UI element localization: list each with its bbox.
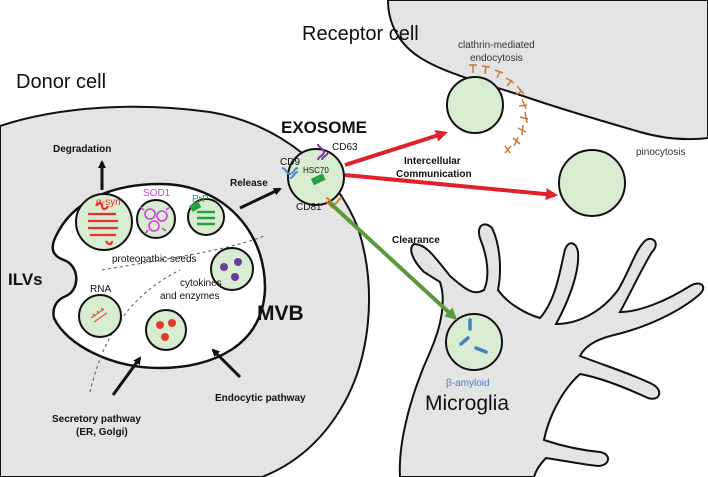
clathrin-coat bbox=[469, 64, 529, 154]
ilv-enzymes bbox=[145, 309, 187, 351]
microglia-cell bbox=[398, 223, 705, 477]
alpha-syn-fibrils bbox=[88, 201, 118, 246]
sod1-aggregates bbox=[139, 206, 171, 235]
rna-strands bbox=[90, 307, 108, 323]
intercellular-arrow-to-pinocytosis bbox=[344, 173, 558, 201]
hsc70-protein bbox=[310, 173, 326, 186]
communication-label: Communication bbox=[396, 169, 472, 180]
cd9-marker bbox=[281, 167, 299, 179]
mvb-label: MVB bbox=[257, 302, 304, 325]
cd63-label: CD63 bbox=[332, 142, 358, 153]
enzyme-dot bbox=[168, 319, 176, 327]
pinocytosis-label: pinocytosis bbox=[636, 147, 685, 158]
cytokine-dot bbox=[220, 263, 228, 271]
donor-cell-label: Donor cell bbox=[16, 71, 106, 93]
intercellular-arrow-to-endocytosis bbox=[344, 130, 448, 167]
ilvs-label: ILVs bbox=[8, 270, 43, 289]
enzyme-dot bbox=[161, 333, 169, 341]
endocytosis-label: endocytosis bbox=[470, 53, 523, 64]
secretory-pathway-arrow bbox=[111, 356, 142, 396]
microglia-label: Microglia bbox=[425, 392, 509, 415]
endocytosis-vesicle bbox=[446, 76, 504, 134]
sod1-label: SOD1 bbox=[143, 188, 171, 199]
prp-aggregate bbox=[189, 200, 202, 212]
endocytic-pathway-label: Endocytic pathway bbox=[215, 393, 306, 404]
prp-label: PrP bbox=[192, 194, 209, 205]
beta-amyloid-label: β-amyloid bbox=[446, 378, 490, 389]
enzymes-label: and enzymes bbox=[160, 291, 219, 302]
clearance-label: Clearance bbox=[392, 235, 440, 246]
proteopathic-seeds-label: proteopathic seeds bbox=[112, 254, 197, 265]
ilv-sod1 bbox=[136, 199, 176, 239]
intercellular-label: Intercellular bbox=[404, 156, 461, 167]
cytokines-label: cytokines bbox=[180, 278, 222, 289]
secretory-pathway-label: Secretory pathway bbox=[52, 414, 141, 425]
receptor-cell-membrane bbox=[386, 0, 708, 141]
exosome-title: EXOSOME bbox=[281, 118, 367, 137]
mvb-divider bbox=[101, 235, 265, 271]
ilv-rna bbox=[78, 294, 122, 338]
cd63-marker bbox=[317, 143, 329, 161]
clathrin-label: clathrin-mediated bbox=[458, 40, 535, 51]
pinocytosis-vesicle bbox=[558, 149, 626, 217]
ilv-cytokines bbox=[210, 247, 254, 291]
rna-label: RNA bbox=[90, 284, 111, 295]
enzyme-dot bbox=[156, 321, 164, 329]
cd9-label: CD9 bbox=[280, 157, 300, 168]
cytokine-dot bbox=[234, 258, 242, 266]
endocytic-pathway-arrow bbox=[211, 348, 242, 379]
beta-amyloid-vesicle bbox=[445, 313, 503, 371]
cytokine-dot bbox=[231, 273, 239, 281]
cd81-label: CD81 bbox=[296, 202, 322, 213]
alpha-syn-label: α-syn bbox=[96, 197, 121, 208]
release-label: Release bbox=[230, 178, 268, 189]
clearance-arrow bbox=[328, 201, 458, 321]
er-golgi-label: (ER, Golgi) bbox=[76, 427, 128, 438]
receptor-cell-label: Receptor cell bbox=[302, 23, 419, 45]
prp-fibrils bbox=[197, 210, 215, 226]
degradation-label: Degradation bbox=[53, 144, 111, 155]
hsc70-label: HSC70 bbox=[303, 166, 329, 175]
release-arrow bbox=[239, 187, 282, 210]
beta-amyloid-fragments bbox=[459, 318, 488, 354]
